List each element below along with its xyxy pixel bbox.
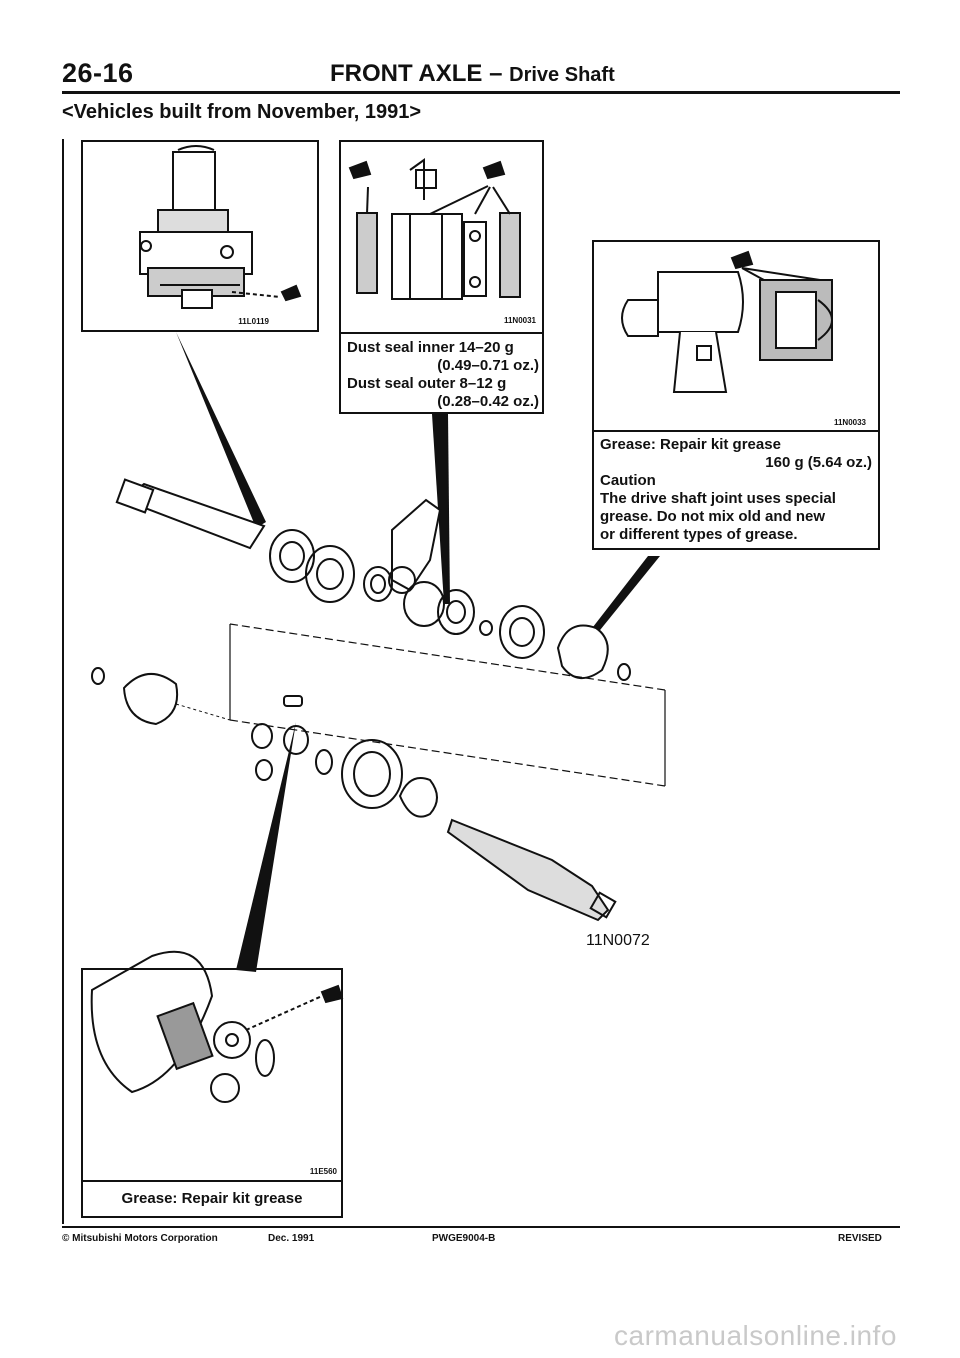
- inset-inboard-joint: 11E560 Grease: Repair kit grease: [81, 968, 343, 1218]
- inset-inboard-joint-drawing: [90, 950, 344, 1103]
- caption-line: grease. Do not mix old and new: [600, 508, 826, 525]
- inset-dust-seal-drawing: [348, 158, 521, 300]
- inset-outboard-joint-drawing: [621, 250, 833, 393]
- inset-outboard-joint: 11N0033 Grease: Repair kit grease 160 g …: [592, 240, 880, 550]
- footer-copyright: © Mitsubishi Motors Corporation: [62, 1233, 218, 1244]
- caption-divider: [594, 430, 878, 432]
- caption-line: (0.28–0.42 oz.): [437, 393, 539, 410]
- caption-line: 160 g (5.64 oz.): [765, 454, 872, 471]
- caption-line: The drive shaft joint uses special: [600, 490, 836, 507]
- header-rule: [62, 91, 900, 94]
- pointer-bottom-inset: [236, 722, 296, 972]
- watermark: carmanualsonline.info: [614, 1320, 897, 1351]
- figure-code: 11L0119: [238, 317, 269, 326]
- section-title: FRONT AXLE – Drive Shaft: [330, 60, 615, 88]
- pointer-right-inset: [586, 556, 660, 640]
- grease-caption: Grease: Repair kit grease 160 g (5.64 oz…: [600, 436, 872, 544]
- footer-rule: [62, 1226, 900, 1228]
- caption-line: Dust seal outer 8–12 g: [347, 375, 507, 392]
- figure-code: 11N0033: [833, 418, 866, 427]
- caption-divider: [341, 332, 542, 334]
- dust-seal-caption: Dust seal inner 14–20 g (0.49–0.71 oz.) …: [347, 339, 539, 411]
- figure-code: 11E560: [309, 1167, 337, 1176]
- main-figure-code: 11N0072: [586, 932, 650, 949]
- inboard-grease-caption: Grease: Repair kit grease: [121, 1190, 303, 1207]
- caption-line: (0.49–0.71 oz.): [437, 357, 539, 374]
- pointer-middle-inset: [432, 414, 450, 604]
- vehicle-applicability: <Vehicles built from November, 1991>: [62, 101, 422, 123]
- figure-code: 11N0031: [503, 316, 536, 325]
- caption-line: Dust seal inner 14–20 g: [347, 339, 514, 356]
- page-number: 26-16: [62, 58, 134, 88]
- caption-divider: [83, 1180, 341, 1182]
- inset-dust-seal: 11N0031 Dust seal inner 14–20 g (0.49–0.…: [339, 140, 544, 414]
- left-frame-line: [62, 139, 64, 1224]
- title-separator: –: [489, 60, 503, 87]
- footer-doc-code: PWGE9004-B: [432, 1233, 496, 1244]
- pointer-left-inset: [176, 332, 266, 528]
- inset-cv-housing: 11L0119: [81, 140, 319, 332]
- inset-cv-housing-drawing: [139, 145, 302, 309]
- caption-line: or different types of grease.: [600, 526, 798, 543]
- exploded-assembly-drawing: [91, 478, 666, 922]
- caption-line: Caution: [600, 472, 656, 489]
- subsection-name: Drive Shaft: [509, 64, 615, 86]
- footer-status: REVISED: [838, 1233, 882, 1244]
- section-name: FRONT AXLE: [330, 60, 483, 87]
- footer-date: Dec. 1991: [268, 1233, 315, 1244]
- caption-line: Grease: Repair kit grease: [600, 436, 781, 453]
